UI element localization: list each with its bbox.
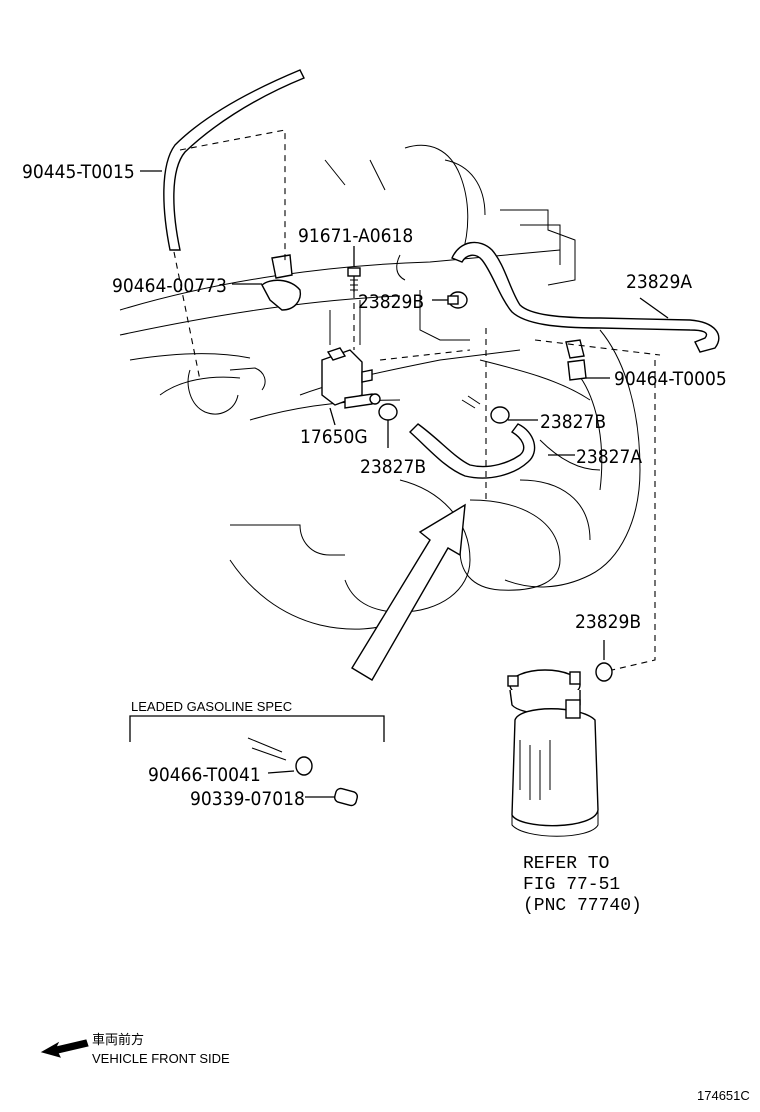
label-17650G: 17650G [300, 426, 368, 448]
label-23827B-right: 23827B [540, 411, 606, 433]
clamp-23829B-top [447, 291, 468, 309]
hose-23829A [451, 241, 720, 353]
leaded-spec-bracket: LEADED GASOLINE SPEC [129, 699, 385, 742]
label-23827A: 23827A [576, 446, 642, 468]
indicator-arrow [351, 503, 466, 681]
leaded-spec-parts [247, 737, 359, 807]
dashed-lines [173, 129, 661, 671]
hose-23827A [408, 423, 536, 479]
engine-outline [119, 144, 641, 630]
refer-note: REFER TO FIG 77-51 (PNC 77740) [523, 854, 642, 916]
label-90464-T0005: 90464-T0005 [614, 368, 727, 390]
front-side-japanese: 車両前方 [92, 1032, 144, 1047]
leaded-spec-label: LEADED GASOLINE SPEC [131, 699, 292, 714]
clamps-23827B [378, 395, 510, 424]
hose-90445 [163, 69, 305, 251]
label-23829B-bottom: 23829B [575, 611, 641, 633]
label-23829A: 23829A [626, 271, 692, 293]
bolt-91671 [347, 267, 361, 292]
front-arrow-icon [40, 1039, 89, 1058]
clamp-23829B-bottom [595, 662, 613, 682]
part-labels: 90445-T0015 91671-A0618 90464-00773 2382… [22, 161, 727, 810]
label-90445-T0015: 90445-T0015 [22, 161, 135, 183]
label-90464-00773: 90464-00773 [112, 275, 227, 297]
clamp-90464-00773 [261, 254, 302, 311]
refer-line-3: (PNC 77740) [523, 896, 642, 916]
label-91671-A0618: 91671-A0618 [298, 225, 413, 247]
vsv-17650G [321, 347, 381, 409]
front-side-english: VEHICLE FRONT SIDE [92, 1051, 230, 1066]
label-90466-T0041: 90466-T0041 [148, 764, 261, 786]
canister-outline [507, 669, 599, 837]
label-90339-07018: 90339-07018 [190, 788, 305, 810]
label-23827B-left: 23827B [360, 456, 426, 478]
label-23829B-top: 23829B [358, 291, 424, 313]
vehicle-front-side: 車両前方 VEHICLE FRONT SIDE [40, 1032, 230, 1066]
leader-lines [140, 170, 669, 798]
refer-line-2: FIG 77-51 [523, 875, 620, 895]
figure-id: 174651C [697, 1088, 750, 1103]
refer-line-1: REFER TO [523, 854, 609, 874]
